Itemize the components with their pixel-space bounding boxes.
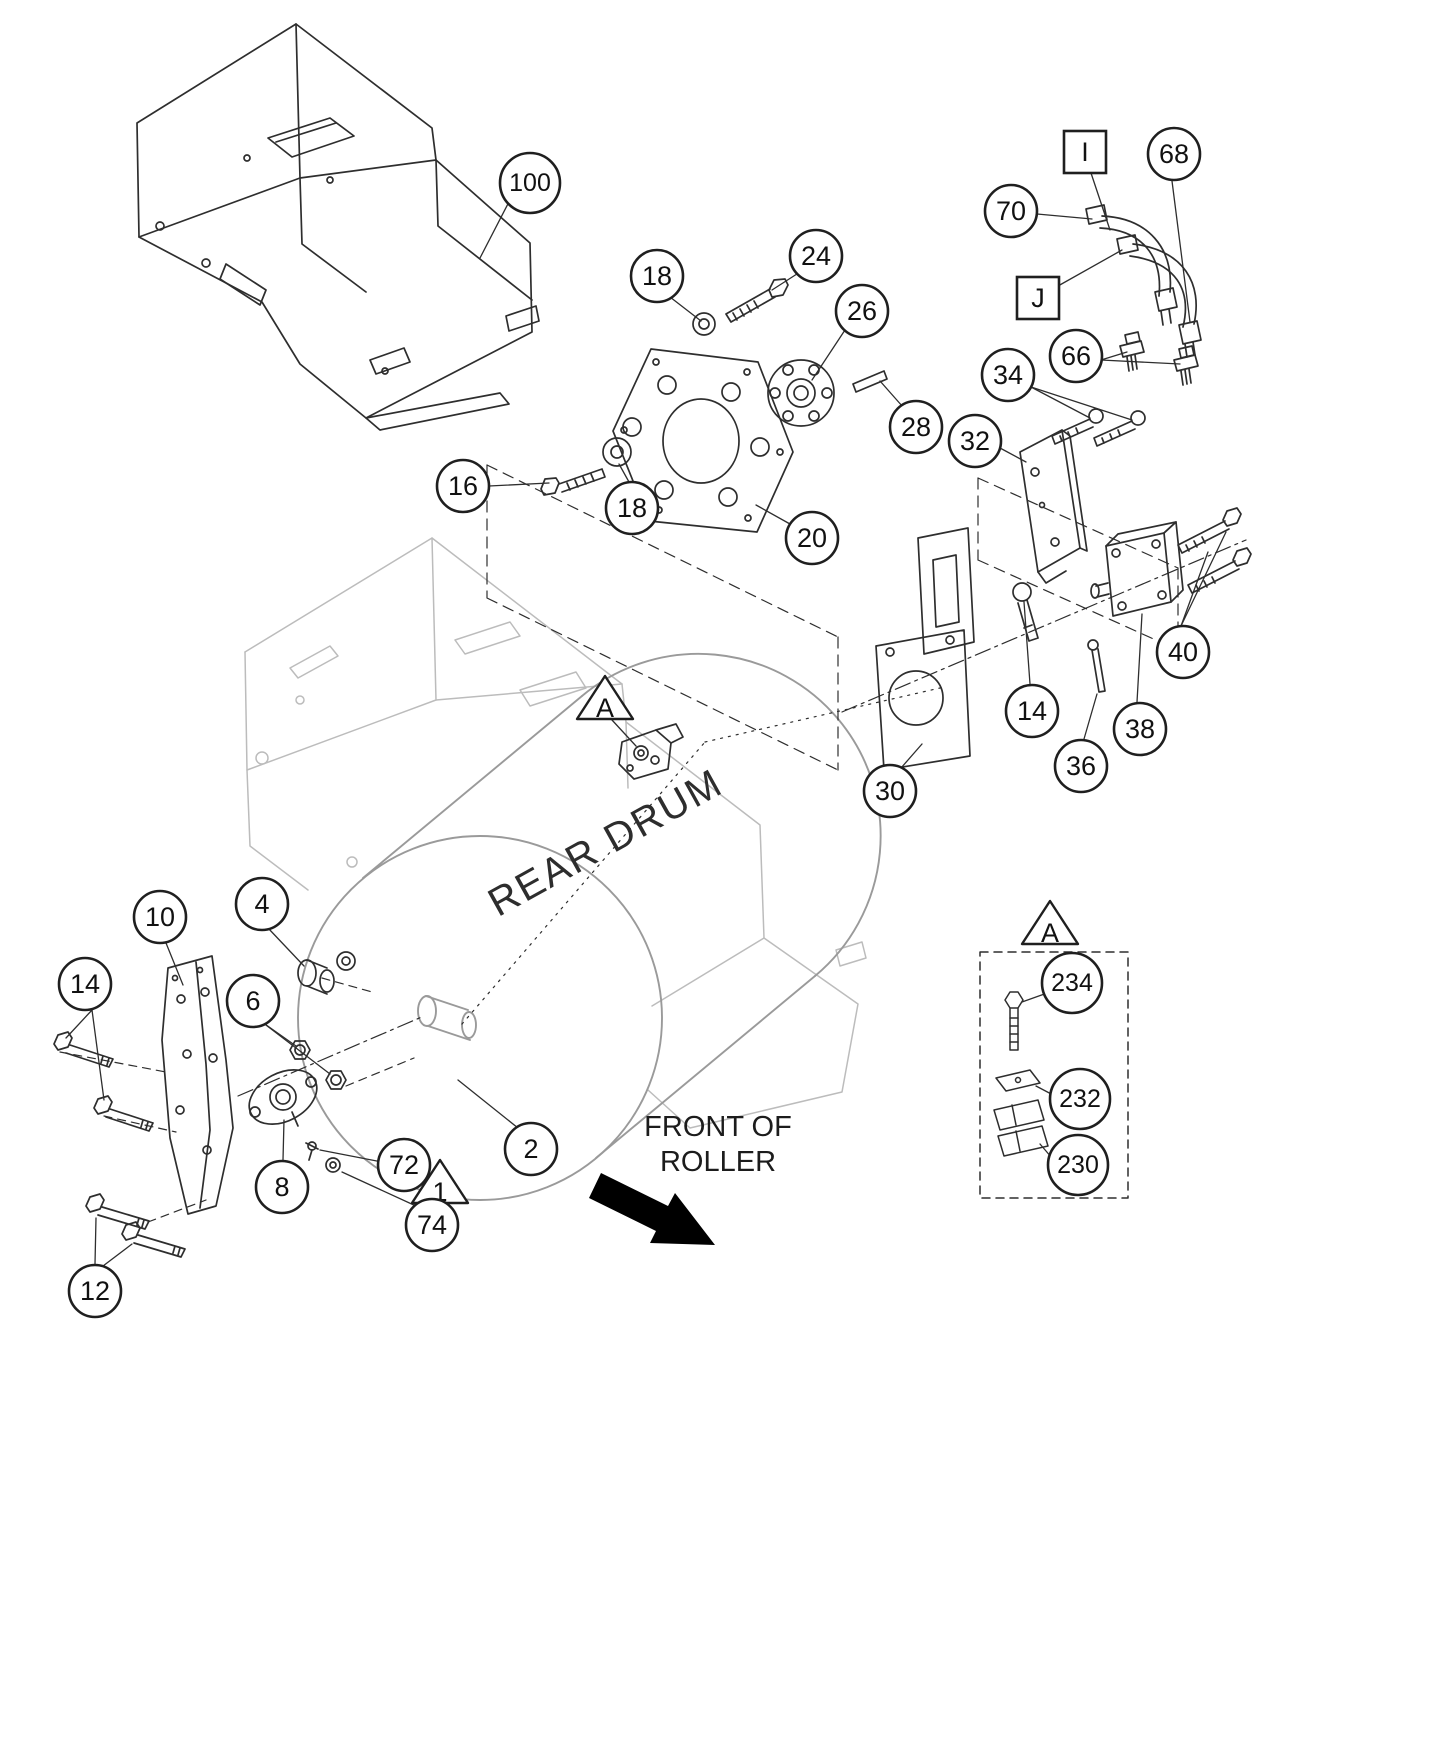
- callout-14-16: 14: [1004, 683, 1060, 739]
- front-of-roller-line1: FRONT OF: [644, 1111, 792, 1143]
- callout-label: 14: [1017, 696, 1047, 726]
- alignment-guides: [59, 464, 1247, 1223]
- front-of-roller-line2: ROLLER: [659, 1146, 777, 1178]
- callout-26-3: 26: [834, 283, 890, 339]
- drive-bracket-30-art: [875, 527, 975, 771]
- callout-30-15: 30: [862, 763, 918, 819]
- callout-70-8: 70: [983, 183, 1039, 239]
- callout-label: 32: [960, 426, 990, 456]
- callout-10-21: 10: [132, 889, 188, 945]
- hoses-and-fittings-art: [1085, 204, 1202, 386]
- callout-label: 234: [1051, 969, 1093, 997]
- callout-label: 66: [1061, 341, 1091, 371]
- drum-hardware-art: [248, 951, 356, 1173]
- leader-lines: [65, 172, 1227, 1267]
- callout-label: 38: [1125, 714, 1155, 744]
- callout-24-2: 24: [788, 228, 844, 284]
- callout-18-1: 18: [629, 248, 685, 304]
- callout-234-32: 234: [1040, 951, 1104, 1015]
- callout-label: 232: [1059, 1085, 1101, 1113]
- callout-14-23: 14: [57, 956, 113, 1012]
- callout-label: A: [1041, 918, 1059, 948]
- frame-weldment-100-art: [136, 23, 540, 431]
- callout-230-34: 230: [1046, 1133, 1110, 1197]
- callout-2-29: 2: [503, 1121, 559, 1177]
- callout-label: 14: [70, 969, 100, 999]
- callout-20-7: 20: [784, 510, 840, 566]
- callout-label: 26: [847, 296, 877, 326]
- callout-232-33: 232: [1048, 1067, 1112, 1131]
- callout-label: 24: [801, 241, 831, 271]
- callout-4-22: 4: [234, 876, 290, 932]
- ghost-frame-art: [244, 537, 867, 1129]
- callout-38-18: 38: [1112, 701, 1168, 757]
- callout-J-11: J: [1015, 275, 1061, 321]
- callout-18-6: 18: [604, 480, 660, 536]
- callout-16-5: 16: [435, 458, 491, 514]
- callout-label: 230: [1057, 1151, 1099, 1179]
- callout-label: 30: [875, 776, 905, 806]
- callout-68-10: 68: [1146, 126, 1202, 182]
- callout-6-24: 6: [225, 973, 281, 1029]
- callout-label: 8: [274, 1172, 289, 1202]
- callout-label: 28: [901, 412, 931, 442]
- callout-label: A: [596, 693, 614, 723]
- callout-74-28: 74: [404, 1197, 460, 1253]
- callout-label: 12: [80, 1276, 110, 1306]
- motor-and-fasteners-art: [1012, 408, 1252, 693]
- callout-label: 68: [1159, 139, 1189, 169]
- callout-label: 20: [797, 523, 827, 553]
- scraper-bracket-10-art: [161, 955, 234, 1215]
- callout-32-14: 32: [947, 413, 1003, 469]
- mount-plate-32-art: [1019, 429, 1088, 584]
- callout-label: 18: [642, 261, 672, 291]
- callout-label: I: [1081, 137, 1089, 167]
- callout-label: 2: [523, 1134, 538, 1164]
- callout-label: 4: [254, 889, 269, 919]
- callout-66-12: 66: [1048, 328, 1104, 384]
- valve-block-art: [618, 723, 684, 780]
- callout-label: 40: [1168, 637, 1198, 667]
- callout-label: 70: [996, 196, 1026, 226]
- front-of-roller-label: FRONT OF ROLLER: [598, 1110, 838, 1180]
- callout-12-30: 12: [67, 1263, 123, 1319]
- callout-72-26: 72: [376, 1137, 432, 1193]
- detail-a-box-art: [979, 951, 1129, 1199]
- callout-label: 34: [993, 360, 1023, 390]
- callout-label: 74: [417, 1210, 447, 1240]
- callout-A-31: A: [1020, 899, 1080, 948]
- front-direction-arrow: [589, 1173, 715, 1245]
- callout-1-27: 1: [410, 1158, 470, 1207]
- callout-28-4: 28: [888, 399, 944, 455]
- callout-34-13: 34: [980, 347, 1036, 403]
- callout-40-19: 40: [1155, 624, 1211, 680]
- callout-label: 6: [245, 986, 260, 1016]
- callout-label: J: [1031, 283, 1045, 313]
- callout-label: 72: [389, 1150, 419, 1180]
- callout-label: 36: [1066, 751, 1096, 781]
- callout-8-25: 8: [254, 1159, 310, 1215]
- callout-label: 16: [448, 471, 478, 501]
- bearing-plate-20-art: [612, 348, 794, 533]
- callout-label: 18: [617, 493, 647, 523]
- callout-36-17: 36: [1053, 738, 1109, 794]
- callout-label: 10: [145, 902, 175, 932]
- callout-100-0: 100: [498, 151, 562, 215]
- left-bolts-art: [53, 1031, 186, 1258]
- callout-I-9: I: [1062, 129, 1108, 175]
- callout-label: 100: [509, 169, 551, 197]
- flange-and-fasteners-art: [540, 278, 888, 496]
- callout-A-20: A: [575, 674, 635, 723]
